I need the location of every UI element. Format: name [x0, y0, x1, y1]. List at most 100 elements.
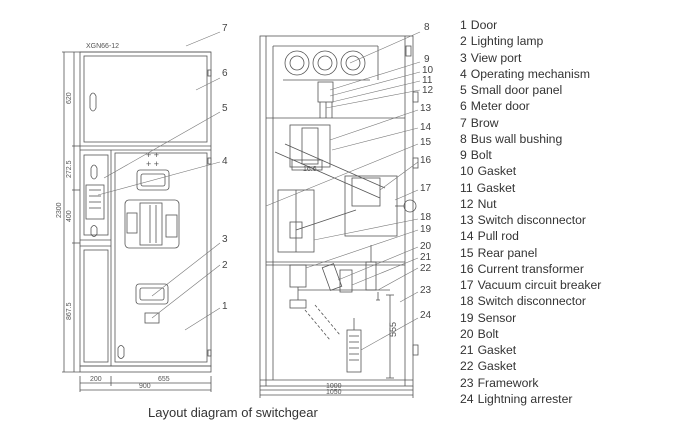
front-cabinet-outline	[79, 51, 212, 367]
callout-11: 11	[422, 75, 433, 86]
callout-7: 7	[222, 23, 228, 34]
svg-text:+ +: + +	[146, 150, 159, 160]
callout-21: 21	[420, 252, 432, 263]
meter-door-handle	[89, 92, 97, 112]
callout-9: 9	[424, 54, 430, 65]
legend-num: 15	[460, 245, 474, 260]
callout-24: 24	[420, 310, 432, 321]
callout-12: 12	[422, 85, 434, 96]
dim-1050: 1050	[326, 389, 342, 396]
legend-num: 16	[460, 261, 474, 276]
legend-label: View port	[470, 50, 522, 65]
switchgear-drawing: + + + +	[56, 22, 434, 398]
dim-620: 620	[66, 92, 73, 104]
legend-num: 2	[460, 34, 467, 49]
legend-label: Current transformer	[477, 261, 584, 276]
legend-label: Nut	[477, 196, 497, 211]
lower-left-panel	[83, 249, 109, 363]
view-port-lower	[135, 283, 169, 305]
legend-label: Gasket	[476, 180, 516, 195]
legend-num: 9	[460, 148, 467, 162]
bus-bushing-2	[312, 50, 338, 76]
legend-label: Brow	[470, 115, 499, 130]
switch-disconnector-upper	[289, 124, 331, 168]
legend-label: Door	[470, 18, 498, 32]
callout-4: 4	[222, 156, 228, 167]
operating-mechanism	[124, 199, 180, 249]
lighting-lamp	[144, 312, 160, 324]
legend-num: 17	[460, 278, 474, 292]
meter-door	[83, 55, 208, 143]
legend-num: 14	[460, 229, 474, 244]
dim-655: 655	[158, 376, 170, 383]
callout-17: 17	[420, 183, 432, 194]
legend-label: Switch disconnector	[477, 213, 586, 227]
callout-10: 10	[422, 65, 434, 76]
legend-label: Gasket	[477, 359, 517, 374]
dim-900: 900	[139, 383, 151, 390]
legend-num: 24	[460, 391, 474, 406]
legend-label: Rear panel	[477, 245, 538, 260]
callout-18: 18	[420, 212, 432, 223]
legend-label: Bolt	[477, 326, 499, 341]
legend-num: 21	[460, 343, 474, 357]
callout-3: 3	[222, 234, 228, 245]
legend-num: 7	[460, 115, 467, 130]
legend-label: Switch disconnector	[477, 294, 586, 309]
callout-16: 16	[420, 155, 432, 166]
bus-bushing-1	[284, 50, 310, 76]
callout-2: 2	[222, 260, 228, 271]
legend-label: Lightning arrester	[477, 391, 573, 406]
legend-num: 23	[460, 375, 474, 390]
legend-label: Lighting lamp	[470, 34, 544, 49]
dim-200: 200	[90, 376, 102, 383]
dim-1000: 1000	[326, 383, 342, 390]
legend-label: Meter door	[470, 99, 530, 114]
callout-8: 8	[424, 22, 430, 33]
legend-label: Operating mechanism	[470, 66, 591, 81]
dim-2300: 2300	[56, 202, 63, 218]
callout-19: 19	[420, 224, 432, 235]
legend-num: 8	[460, 131, 467, 146]
legend-num: 1	[460, 18, 467, 32]
legend-num: 20	[460, 326, 474, 341]
legend-num: 13	[460, 213, 474, 227]
legend-num: 12	[460, 196, 474, 211]
svg-text:+ +: + +	[146, 159, 159, 169]
legend-num: 4	[460, 66, 467, 81]
dim-867-5: 867.5	[66, 302, 73, 320]
legend-num: 5	[460, 83, 467, 97]
dim-555: 555	[388, 322, 398, 337]
view-port-upper	[136, 169, 170, 191]
legend-num: 10	[460, 164, 474, 179]
legend-label: Bus wall bushing	[470, 131, 563, 146]
legend-label: Small door panel	[470, 83, 563, 97]
callout-13: 13	[420, 103, 432, 114]
table-label: 16.6	[303, 166, 317, 173]
current-transformer	[351, 177, 381, 207]
